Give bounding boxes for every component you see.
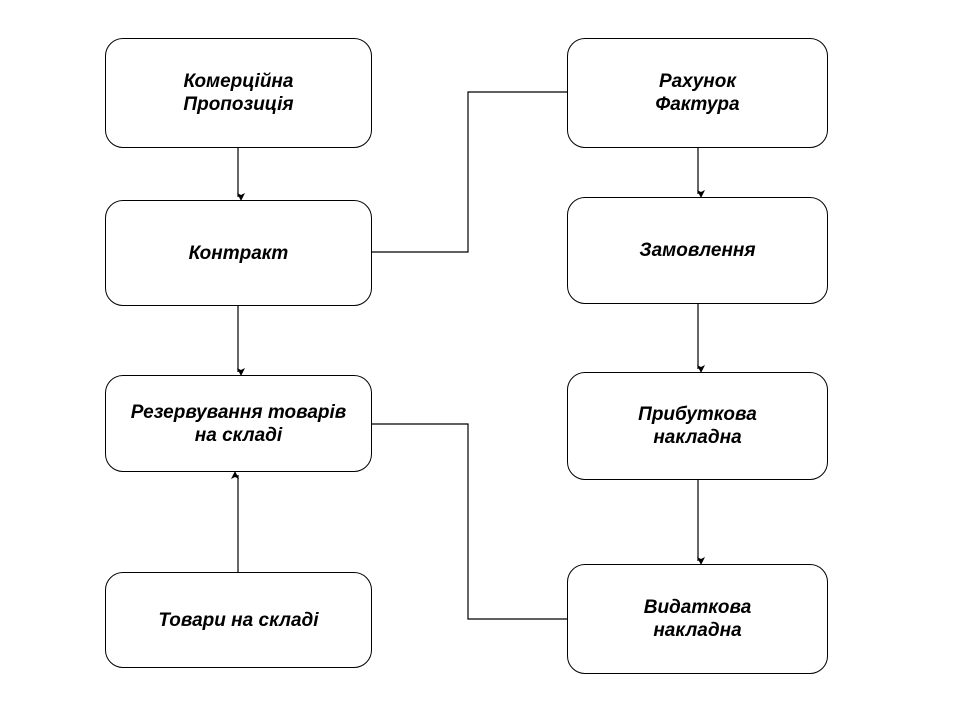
node-commercial-proposal-label: Комерційна Пропозиція: [183, 71, 294, 115]
node-order: Замовлення: [567, 197, 828, 304]
node-contract: Контракт: [105, 200, 372, 306]
node-commercial-proposal: Комерційна Пропозиція: [105, 38, 372, 148]
node-goods-in-stock-label: Товари на складі: [158, 609, 319, 631]
connector-reservation-to-outgoing: [372, 423, 567, 620]
node-goods-in-stock: Товари на складі: [105, 572, 372, 668]
node-incoming-waybill-label: Прибуткова накладна: [638, 404, 757, 448]
node-incoming-waybill: Прибуткова накладна: [567, 372, 828, 480]
node-goods-reservation: Резервування товарів на складі: [105, 375, 372, 472]
node-order-label: Замовлення: [639, 240, 756, 261]
node-outgoing-waybill-label: Видаткова накладна: [643, 597, 752, 641]
connector-contract-to-invoice: [372, 91, 567, 253]
node-contract-label: Контракт: [188, 242, 289, 264]
node-invoice: Рахунок Фактура: [567, 38, 828, 148]
node-outgoing-waybill: Видаткова накладна: [567, 564, 828, 674]
node-goods-reservation-label: Резервування товарів на складі: [130, 401, 347, 446]
node-invoice-label: Рахунок Фактура: [655, 71, 740, 115]
